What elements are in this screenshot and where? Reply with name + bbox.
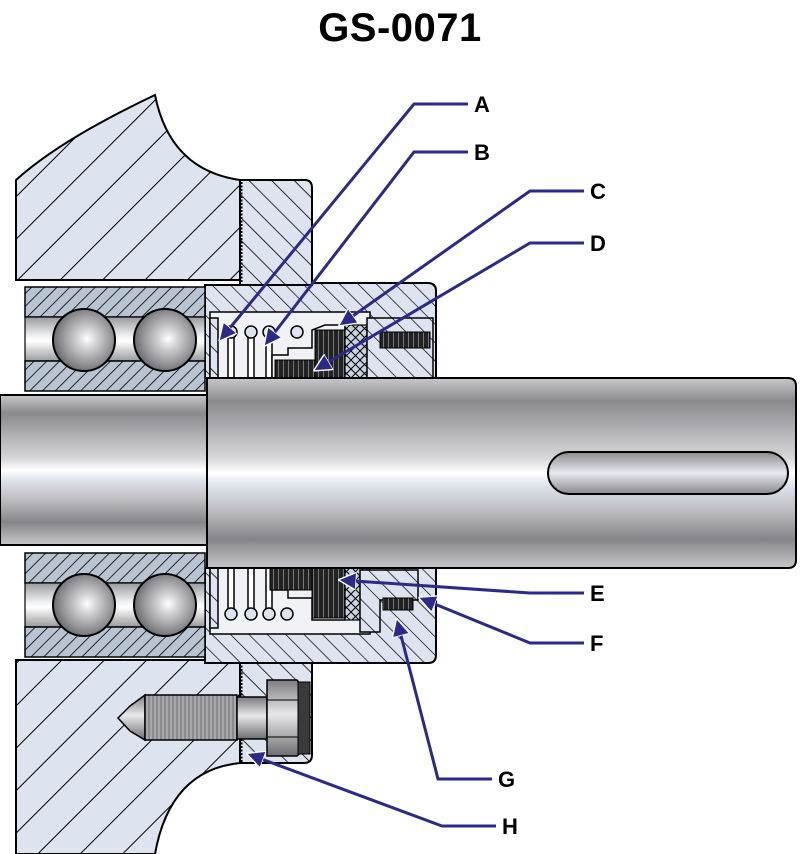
o-ring — [382, 597, 414, 611]
leader-b — [265, 150, 468, 345]
keyway — [547, 451, 789, 495]
leader-e — [340, 580, 584, 595]
bearing-upper — [24, 286, 206, 392]
callout-label-d: D — [590, 231, 606, 256]
housing-upper — [15, 93, 313, 286]
bearing-lower — [24, 552, 206, 658]
leader-a — [220, 102, 468, 340]
callout-label-g: G — [498, 767, 515, 792]
callout-label-b: B — [474, 140, 490, 165]
bearing-ball — [133, 308, 197, 372]
callout-label-h: H — [502, 814, 518, 839]
callout-label-c: C — [590, 179, 606, 204]
bearing-ball — [52, 308, 116, 372]
leader-h — [248, 754, 496, 828]
bearing-ball — [52, 573, 116, 637]
leader-d — [315, 241, 584, 370]
callout-label-a: A — [474, 92, 490, 117]
bearing-ball — [133, 573, 197, 637]
callout-leaders — [220, 102, 584, 828]
leader-c — [340, 189, 584, 325]
callout-label-e: E — [590, 581, 605, 606]
leader-g — [397, 620, 492, 781]
mounting-bolt — [116, 679, 311, 757]
shaft — [0, 377, 797, 569]
diagram-title: GS-0071 — [318, 6, 482, 50]
callout-label-f: F — [590, 631, 603, 656]
leader-f — [420, 598, 584, 645]
